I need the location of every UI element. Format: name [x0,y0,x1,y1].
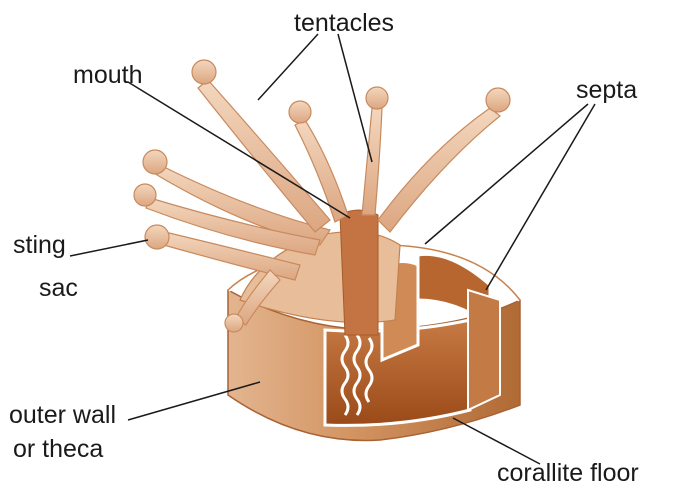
leader-septa-upper [425,104,588,244]
label-corallite-floor: corallite floor [497,461,639,486]
leader-septa-lower [486,104,595,290]
leader-sting-sac [70,240,148,256]
label-mouth: mouth [73,63,142,88]
leader-corallite-floor [453,418,540,464]
label-sting-sac-line1: sting [13,233,66,258]
leader-tentacles-left [258,34,318,100]
label-septa: septa [576,78,637,103]
label-outer-wall-line1: outer wall [9,403,116,428]
label-outer-wall-line2: or theca [13,437,103,462]
label-tentacles: tentacles [294,11,394,36]
label-sting-sac-line2: sac [39,276,78,301]
